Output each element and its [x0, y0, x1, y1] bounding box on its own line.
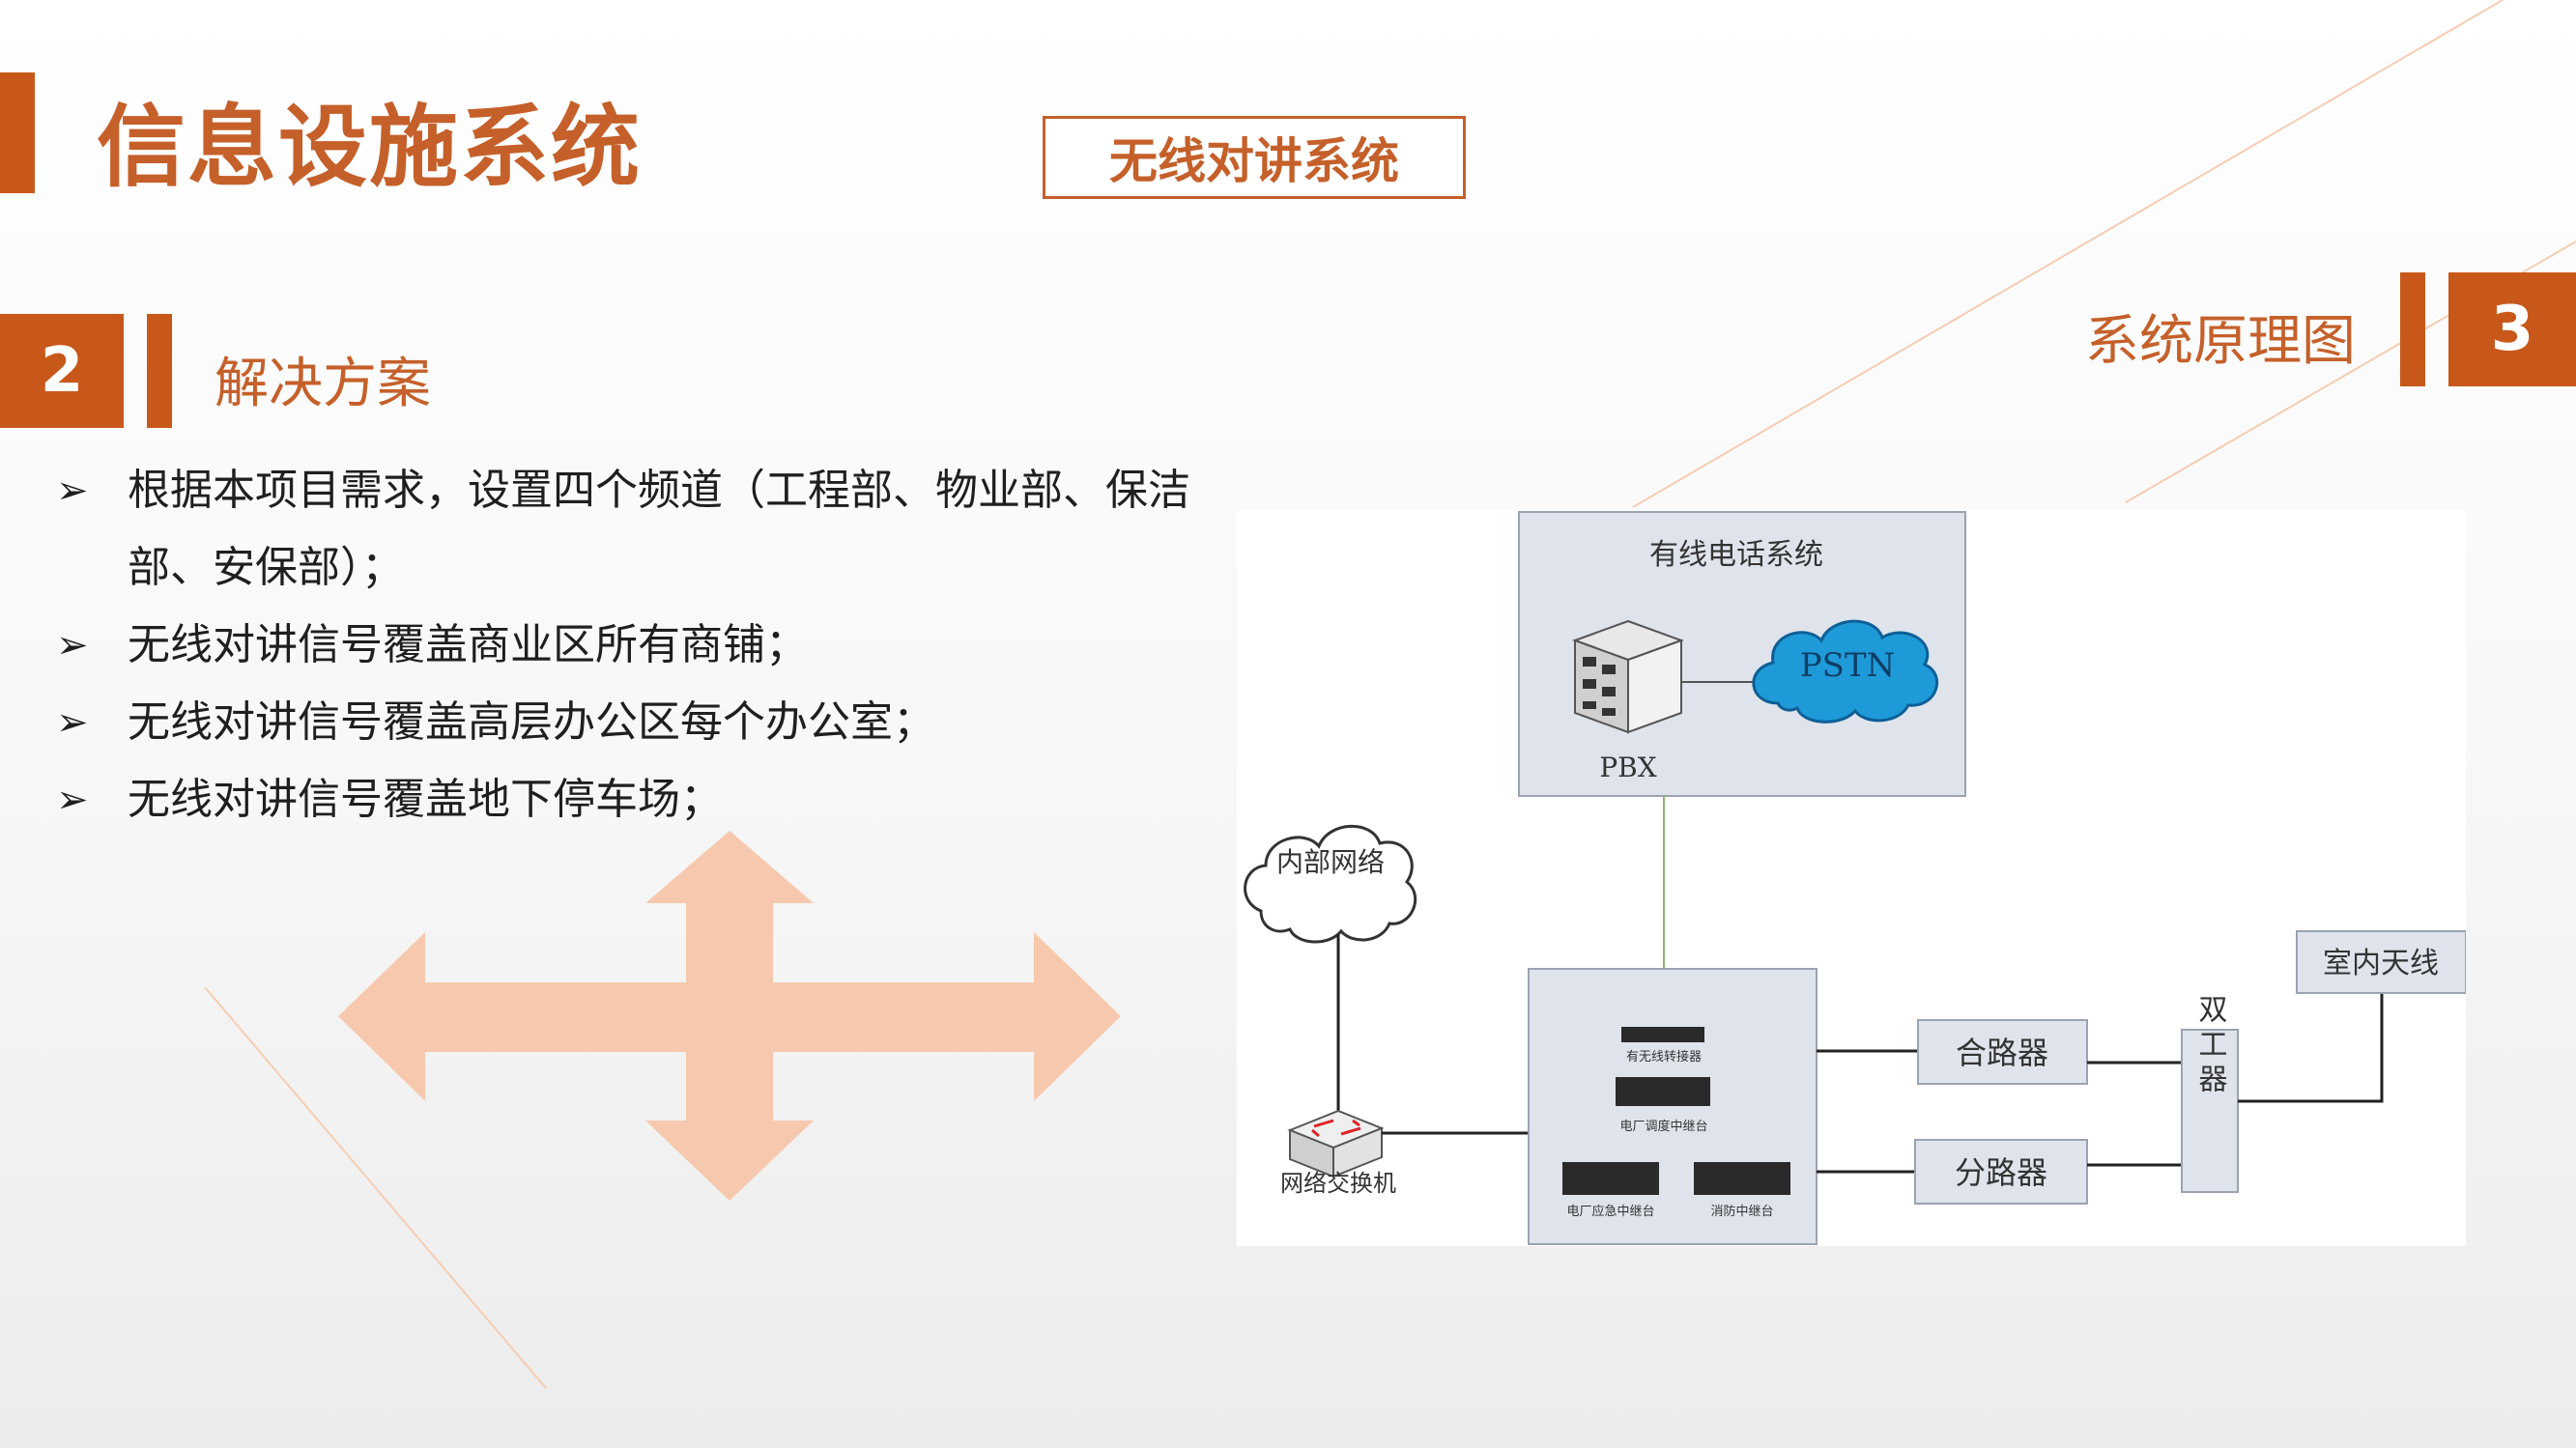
intranet-cloud-icon	[1244, 824, 1417, 944]
solution-bullet-list: ➢ 根据本项目需求，设置四个频道（工程部、物业部、保洁部、安保部）； ➢ 无线对讲信…	[56, 452, 1216, 838]
pbx-server-icon	[1572, 619, 1684, 734]
relay-station-icon	[1694, 1162, 1790, 1195]
bullet-item: ➢ 根据本项目需求，设置四个频道（工程部、物业部、保洁部、安保部）；	[56, 452, 1216, 607]
wired-phone-group-label: 有线电话系统	[1649, 538, 1823, 572]
antenna-box	[2296, 930, 2466, 994]
bullet-text: 根据本项目需求，设置四个频道（工程部、物业部、保洁部、安保部）；	[128, 466, 1190, 592]
intranet-label: 内部网络	[1276, 846, 1385, 878]
decor-line	[204, 986, 547, 1389]
bullet-item: ➢ 无线对讲信号覆盖商业区所有商铺；	[56, 607, 1216, 684]
device-label: 电厂调度中继台	[1619, 1119, 1707, 1134]
bullet-text: 无线对讲信号覆盖地下停车场；	[128, 775, 723, 824]
page-title: 信息设施系统	[97, 96, 643, 199]
relay-device-group-box	[1528, 968, 1818, 1245]
duplexer-antenna-link	[2238, 993, 2384, 1103]
antenna-label: 室内天线	[2323, 947, 2439, 980]
bullet-text: 无线对讲信号覆盖高层办公区每个办公室；	[128, 697, 935, 747]
arrowhead-icon: ➢	[56, 468, 89, 513]
pstn-cloud-icon	[1752, 619, 1939, 724]
system-diagram: 有线电话系统 PBX PSTN 内部网络	[1237, 510, 2466, 1246]
subtitle-box: 无线对讲系统	[1043, 116, 1466, 199]
section-heading-left: 解决方案	[215, 353, 431, 415]
relay-station-icon	[1562, 1162, 1659, 1195]
transfer-device-icon	[1621, 1027, 1704, 1042]
relay-station-icon	[1616, 1077, 1710, 1106]
device-label: 电厂应急中继台	[1566, 1204, 1654, 1219]
combiner-box	[1917, 1019, 2088, 1085]
arrowhead-icon: ➢	[56, 778, 89, 822]
combiner-label: 合路器	[1956, 1035, 2048, 1071]
section-number-right: 3	[2448, 272, 2576, 386]
device-label: 消防中继台	[1710, 1204, 1773, 1219]
arrowhead-icon: ➢	[56, 700, 89, 745]
section-heading-right: 系统原理图	[2085, 310, 2356, 373]
pbx-label: PBX	[1599, 752, 1656, 783]
device-label: 有无线转接器	[1626, 1049, 1702, 1065]
section-accent-bar-left	[147, 314, 172, 428]
bullet-item: ➢ 无线对讲信号覆盖高层办公区每个办公室；	[56, 684, 1216, 761]
four-way-arrow-icon	[338, 831, 1121, 1201]
section-number-left: 2	[0, 314, 124, 428]
arrowhead-icon: ➢	[56, 623, 89, 667]
bullet-text: 无线对讲信号覆盖商业区所有商铺；	[128, 620, 808, 669]
splitter-label: 分路器	[1955, 1154, 2047, 1191]
duplexer-label: 双工器	[2193, 994, 2228, 1098]
network-switch-icon	[1287, 1109, 1385, 1178]
switch-label: 网络交换机	[1280, 1170, 1396, 1197]
pstn-label: PSTN	[1800, 646, 1896, 685]
duplexer-box	[2181, 1029, 2239, 1193]
title-accent-bar	[0, 72, 35, 193]
splitter-box	[1914, 1139, 2088, 1205]
section-accent-bar-right	[2400, 272, 2425, 386]
bullet-item: ➢ 无线对讲信号覆盖地下停车场；	[56, 761, 1216, 838]
decor-line	[1632, 0, 2504, 508]
